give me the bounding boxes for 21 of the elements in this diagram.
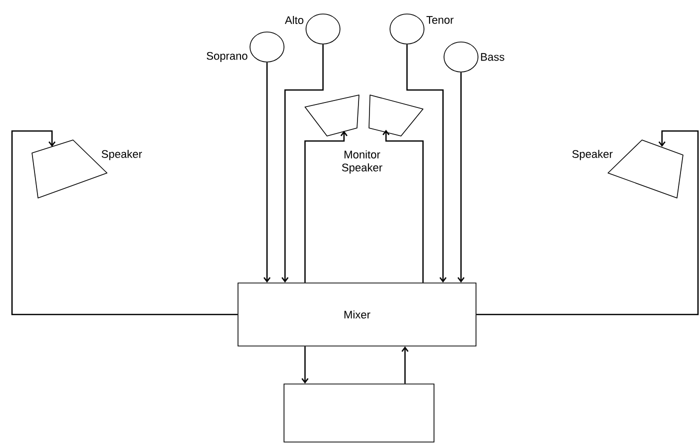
arrow bbox=[406, 44, 447, 283]
name-label: Soprano bbox=[206, 52, 248, 62]
arrow bbox=[281, 44, 324, 283]
arrow bbox=[401, 346, 409, 384]
speaker-drawing bbox=[368, 94, 424, 136]
arrow bbox=[382, 130, 424, 283]
process-box: Mixer bbox=[238, 282, 476, 346]
computer-box bbox=[284, 384, 434, 442]
arrow bbox=[11, 130, 238, 316]
arrow bbox=[301, 346, 309, 384]
name-label: Alto bbox=[284, 16, 304, 24]
name-label: Speaker bbox=[102, 150, 142, 160]
arrow bbox=[304, 130, 348, 283]
name-label: Tenor bbox=[426, 16, 454, 24]
caption-label: Monitor Speaker bbox=[337, 149, 387, 175]
name-label: Speaker bbox=[572, 150, 613, 160]
arrow bbox=[476, 130, 699, 316]
name-label: Bass bbox=[481, 53, 504, 61]
arrow bbox=[263, 62, 271, 283]
speaker-drawing bbox=[304, 94, 360, 136]
arrow bbox=[457, 72, 465, 283]
